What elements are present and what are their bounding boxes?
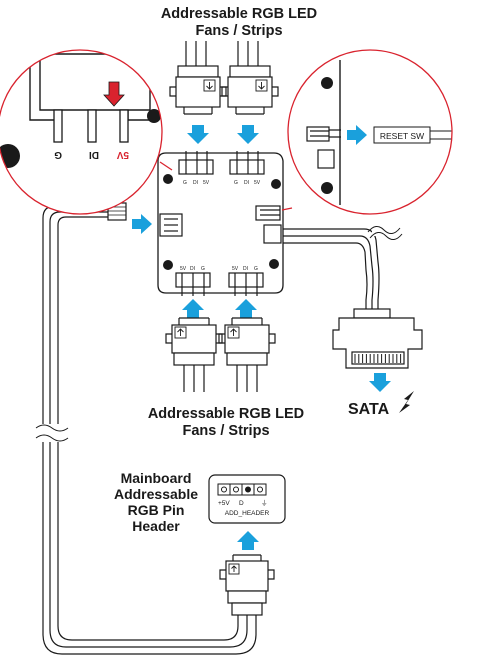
- top-led-connector-right: [221, 41, 279, 115]
- mainboard-label-line3: RGB Pin: [127, 502, 185, 518]
- sata-connector: [332, 308, 423, 369]
- hub-pin-label-g: G: [201, 266, 205, 272]
- hub-reset-connector: [255, 205, 281, 221]
- pin-label-d: D: [239, 500, 244, 507]
- down-arrow-icon: [258, 82, 265, 90]
- mounting-hole: [147, 109, 161, 123]
- sata-cable: [281, 222, 403, 313]
- mounting-hole: [271, 179, 281, 189]
- hub-pin-label-g: G: [183, 180, 187, 186]
- arrow-down-to-sata: [369, 373, 391, 392]
- reset-switch-label: RESET SW: [380, 131, 424, 141]
- sata-label: SATA: [348, 401, 390, 418]
- hub-pin-label-g: G: [234, 180, 238, 186]
- ground-icon: ⏚: [261, 499, 268, 507]
- mainboard-cable-connector: [219, 554, 275, 616]
- zoom-detail-reset: RESET SW: [281, 49, 453, 215]
- top-led-label-line1: Addressable RGB LED: [160, 6, 318, 22]
- bottom-led-label-line1: Addressable RGB LED: [147, 406, 305, 422]
- down-arrow-icon: [103, 81, 125, 107]
- arrow-down-to-hub-right: [237, 125, 259, 144]
- mainboard-label-line1: Mainboard: [120, 470, 192, 486]
- sata-header-detail: [317, 149, 335, 169]
- pin-label-di: DI: [89, 149, 99, 160]
- hub-pin-label-g: G: [254, 266, 258, 272]
- hub-pin-label-5v: 5V: [232, 266, 239, 272]
- mounting-hole: [163, 174, 173, 184]
- reset-switch-connector: [373, 126, 431, 144]
- arrow-up-to-header: [237, 531, 259, 550]
- bottom-led-connector-left: [165, 317, 223, 392]
- rgb-hub-board: G DI 5V G DI 5V 5V DI G 5V DI G: [157, 151, 284, 296]
- hub-pin-label-di: DI: [190, 266, 195, 272]
- top-led-label: Addressable RGB LED Fans / Strips: [129, 6, 349, 40]
- mainboard-cable: [35, 205, 257, 655]
- arrow-up-to-hub-right: [235, 299, 257, 318]
- mainboard-addressable-header: +5V D ⏚ ADD_HEADER: [208, 474, 286, 524]
- top-led-connector-left: [169, 41, 227, 115]
- pin-label-5v: 5V: [116, 149, 129, 160]
- down-arrow-icon: [206, 82, 213, 90]
- arrow-down-to-hub-left: [187, 125, 209, 144]
- reset-header: [306, 126, 330, 142]
- hub-pin-label-di: DI: [243, 266, 248, 272]
- up-arrow-icon: [230, 328, 237, 336]
- mounting-hole: [269, 259, 279, 269]
- mounting-hole: [321, 182, 333, 194]
- pin-label-g: G: [54, 149, 62, 160]
- mounting-hole: [321, 77, 333, 89]
- hub-pin-label-5v: 5V: [203, 180, 210, 186]
- up-arrow-icon: [177, 328, 184, 336]
- mounting-hole: [163, 260, 173, 270]
- hub-top-header-right: [229, 159, 265, 175]
- mainboard-label: Mainboard Addressable RGB Pin Header: [106, 470, 206, 534]
- pin-label-5v: +5V: [218, 500, 230, 507]
- mainboard-label-line2: Addressable: [113, 486, 199, 502]
- arrow-up-to-hub-left: [182, 299, 204, 318]
- power-bolt-icon: [399, 391, 414, 413]
- mainboard-label-line4: Header: [132, 518, 180, 534]
- hub-pin-label-5v: 5V: [180, 266, 187, 272]
- header-name: ADD_HEADER: [225, 510, 270, 517]
- hub-pin-label-di: DI: [193, 180, 198, 186]
- hub-pin-label-di: DI: [244, 180, 249, 186]
- up-arrow-icon: [231, 565, 237, 572]
- hub-sata-input: [263, 224, 282, 244]
- top-led-label-line2: Fans / Strips: [195, 23, 283, 39]
- bottom-led-connector-right: [218, 317, 276, 392]
- zoom-detail-pins: G DI 5V: [0, 49, 173, 215]
- hub-top-header-left: [178, 159, 214, 175]
- hub-pin-label-5v: 5V: [254, 180, 261, 186]
- bottom-led-label-line2: Fans / Strips: [182, 423, 270, 439]
- arrow-right-to-hub: [132, 214, 152, 234]
- bottom-led-label: Addressable RGB LED Fans / Strips: [116, 406, 336, 440]
